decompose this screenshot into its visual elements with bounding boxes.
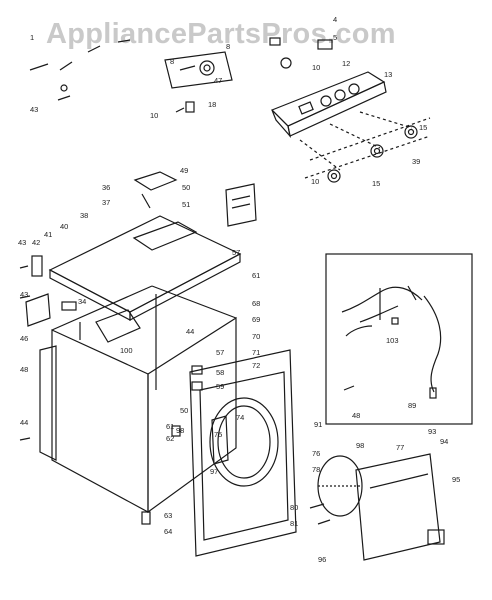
callout: 37 [102,198,110,207]
callout: 91 [314,420,322,429]
callout: 50 [180,406,188,415]
callout: 49 [180,166,188,175]
callout: 94 [440,437,448,446]
callout: 10 [312,63,320,72]
callout: 1 [30,33,34,42]
callout: 15 [419,123,427,132]
callout: 58 [216,368,224,377]
callout: 70 [252,332,260,341]
callout: 48 [352,411,360,420]
callout: 51 [182,200,190,209]
data-plate [225,183,257,227]
callout: 10 [311,177,319,186]
callout: 38 [80,211,88,220]
control-knobs [299,111,431,183]
callout: 76 [312,449,320,458]
callout: 80 [290,503,298,512]
left-hardware [19,255,77,461]
callout: 89 [408,401,416,410]
callout: 10 [150,111,158,120]
callout: 44 [186,327,194,336]
callout: 48 [20,365,28,374]
callout: 59 [216,382,224,391]
callout: 15 [372,179,380,188]
callout: 8 [170,57,174,66]
door-switch [141,365,203,525]
control-panel [270,71,387,139]
callout: 18 [208,100,216,109]
callout: 78 [312,465,320,474]
callout: 57 [216,348,224,357]
watermark: AppliancePartsPros.com [46,18,396,50]
callout: 43 [20,290,28,299]
callout: 68 [252,299,260,308]
callout-labels: 1 8 4 5 10 12 13 47 8 43 10 18 15 39 10 … [18,15,460,564]
top-connectors [175,37,333,113]
callout: 72 [252,361,260,370]
wiring-harness-inset [325,253,473,425]
callout: 61 [166,422,174,431]
callout: 40 [60,222,68,231]
front-panel [189,349,297,557]
callout: 98 [356,441,364,450]
callout: 74 [236,413,244,422]
callout: 34 [78,297,86,306]
callout: 95 [452,475,460,484]
cabinet-body [51,285,237,514]
callout: 43 [18,238,26,247]
callout: 44 [20,418,28,427]
back-panel [309,453,445,561]
callout: 61 [252,271,260,280]
top-left-fasteners [29,39,131,101]
callout: 57 [232,248,240,257]
door-seal [317,455,363,517]
callout: 71 [252,348,260,357]
callout: 81 [290,519,298,528]
callout: 93 [428,427,436,436]
callout: 50 [182,183,190,192]
callout: 75 [214,430,222,439]
callout: 97 [210,467,218,476]
callout: 39 [412,157,420,166]
callout: 5 [333,33,337,42]
callout: 4 [333,15,337,24]
callout: 13 [384,70,392,79]
callout: 100 [120,346,133,355]
callout: 41 [44,230,52,239]
callout: 69 [252,315,260,324]
callout: 42 [32,238,40,247]
callout: 46 [20,334,28,343]
lid-cover [133,171,178,209]
callout: 12 [342,59,350,68]
callout: 36 [102,183,110,192]
callout: 43 [30,105,38,114]
callout: 96 [318,555,326,564]
callout: 103 [386,336,399,345]
callout: 47 [214,76,222,85]
cabinet-top [48,215,242,321]
callout: 62 [166,434,174,443]
callout: 77 [396,443,404,452]
callout: 98 [176,426,184,435]
callout: 63 [164,511,172,520]
callout: 64 [164,527,172,536]
switch-bracket [164,51,233,89]
callout: 8 [226,42,230,51]
